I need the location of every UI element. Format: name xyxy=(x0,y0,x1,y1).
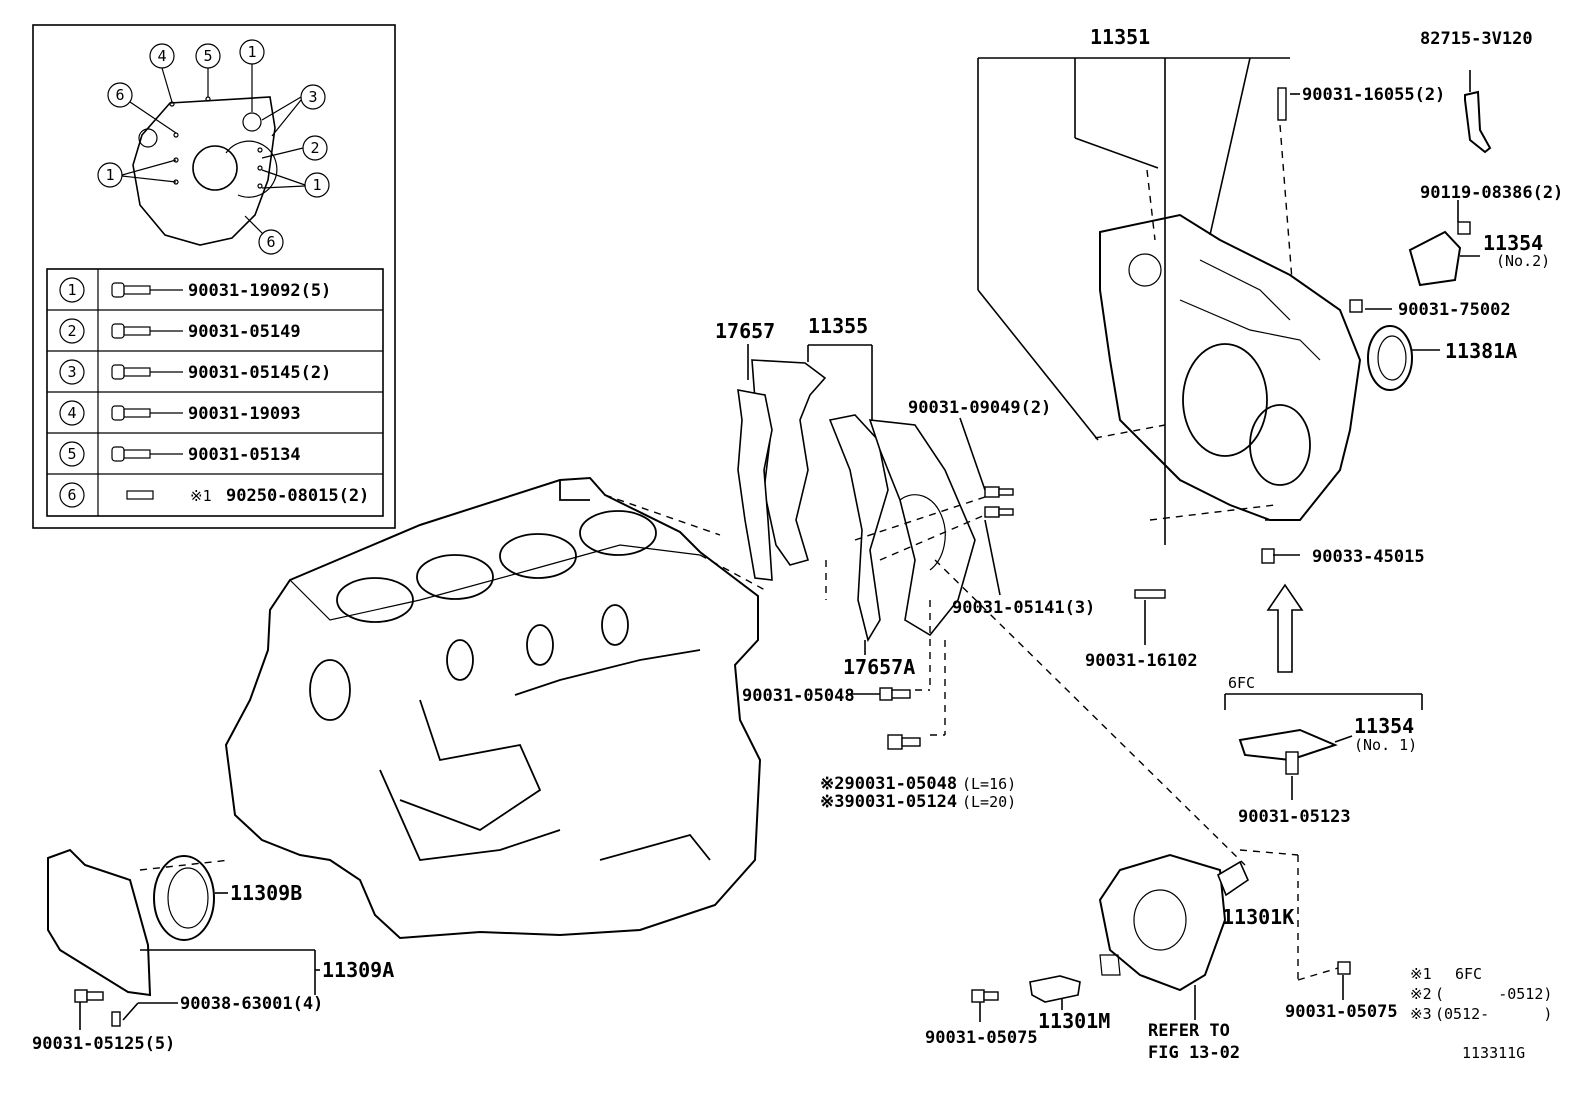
legend-mark-1: ※1 xyxy=(1410,965,1432,983)
table-mark-6: ※1 xyxy=(190,487,212,505)
callout-6-left: 6 xyxy=(115,86,124,104)
label-note3-len: (L=20) xyxy=(962,793,1016,811)
label-90031-05075-right: 90031-05075 xyxy=(1285,1002,1398,1022)
label-fig-ref: FIG 13-02 xyxy=(1148,1043,1240,1063)
leader-lines xyxy=(79,57,1480,1030)
inset-panel: 4 5 1 6 3 2 1 1 6 1 xyxy=(32,24,396,529)
label-11351: 11351 xyxy=(1090,25,1150,49)
label-11301m: 11301M xyxy=(1038,1009,1110,1033)
callout-2: 2 xyxy=(310,139,319,157)
label-11355: 11355 xyxy=(808,314,868,338)
callout-3: 3 xyxy=(308,88,317,106)
bolt-icon xyxy=(111,282,183,500)
table-part-4: 90031-19093 xyxy=(188,404,301,424)
gaskets xyxy=(737,359,976,643)
arrow-icon xyxy=(1266,583,1304,673)
table-num-2: 2 xyxy=(67,322,76,340)
legend-text-3: (0512- ) xyxy=(1435,1005,1552,1023)
label-90031-16102: 90031-16102 xyxy=(1085,651,1198,671)
label-90031-16055: 90031-16055(2) xyxy=(1302,85,1445,105)
callout-1-left: 1 xyxy=(105,166,114,184)
legend: ※1 6FC ※2 ( -0512) ※3 (0512- ) xyxy=(1410,965,1552,1023)
legend-text-2: ( -0512) xyxy=(1435,985,1552,1003)
oil-seal-11381a xyxy=(1367,325,1413,391)
label-90031-75002: 90031-75002 xyxy=(1398,300,1511,320)
label-11354-no2: 11354 xyxy=(1483,231,1543,255)
label-17657: 17657 xyxy=(715,319,775,343)
table-part-6: 90250-08015(2) xyxy=(226,486,369,506)
legend-text-1: 6FC xyxy=(1455,965,1482,983)
label-90031-05048: 90031-05048 xyxy=(742,686,855,706)
label-90119-08386: 90119-08386(2) xyxy=(1420,183,1563,203)
label-90031-05141: 90031-05141(3) xyxy=(952,598,1095,618)
label-11354-no2-sub: (No.2) xyxy=(1496,252,1550,270)
callout-1-top: 1 xyxy=(247,43,256,61)
label-90031-05123: 90031-05123 xyxy=(1238,807,1351,827)
label-90031-09049: 90031-09049(2) xyxy=(908,398,1051,418)
label-90031-05125: 90031-05125(5) xyxy=(32,1034,175,1054)
sensor-11301m xyxy=(1029,975,1081,1003)
table-num-6: 6 xyxy=(67,486,76,504)
bracket-82715 xyxy=(1464,90,1492,154)
timing-cover xyxy=(1099,213,1362,521)
label-90038-63001: 90038-63001(4) xyxy=(180,994,323,1014)
label-note2-len: (L=16) xyxy=(962,775,1016,793)
legend-mark-3: ※3 xyxy=(1410,1005,1432,1023)
table-part-1: 90031-19092(5) xyxy=(188,281,331,301)
oil-seal-11309b xyxy=(153,855,215,941)
dashed-lines xyxy=(139,124,1339,981)
label-11354-no1-sub: (No. 1) xyxy=(1354,736,1417,754)
label-82715: 82715-3V120 xyxy=(1420,29,1533,49)
callout-1-right: 1 xyxy=(312,176,321,194)
cover-plate-no2 xyxy=(1408,230,1462,287)
cylinder-block xyxy=(224,476,762,940)
table-num-1: 1 xyxy=(67,281,76,299)
label-11309b: 11309B xyxy=(230,881,302,905)
retainer-11309a xyxy=(47,848,152,997)
legend-mark-2: ※2 xyxy=(1410,985,1432,1003)
label-90033-45015: 90033-45015 xyxy=(1312,547,1425,567)
table-part-3: 90031-05145(2) xyxy=(188,363,331,383)
table-num-3: 3 xyxy=(67,363,76,381)
label-11381a: 11381A xyxy=(1445,339,1517,363)
label-11301k: 11301K xyxy=(1222,905,1294,929)
cover-plate-no1 xyxy=(1238,728,1338,762)
label-note3-part: ※390031-05124 xyxy=(820,792,957,812)
table-part-2: 90031-05149 xyxy=(188,322,301,342)
label-17657a: 17657A xyxy=(843,655,915,679)
label-11309a: 11309A xyxy=(322,958,394,982)
table-part-5: 90031-05134 xyxy=(188,445,301,465)
table-num-5: 5 xyxy=(67,445,76,463)
oil-pump xyxy=(1098,853,1250,992)
callout-5: 5 xyxy=(203,47,212,65)
label-90031-05075-left: 90031-05075 xyxy=(925,1028,1038,1048)
callout-6-bottom: 6 xyxy=(266,233,275,251)
label-6fc: 6FC xyxy=(1228,674,1255,692)
bolt-table: 1 2 3 4 5 6 90031- xyxy=(46,268,384,517)
label-refer-to: REFER TO xyxy=(1148,1021,1230,1041)
figure-code: 113311G xyxy=(1462,1044,1525,1062)
table-num-4: 4 xyxy=(67,404,76,422)
label-note2-part: ※290031-05048 xyxy=(820,774,957,794)
label-11354-no1: 11354 xyxy=(1354,714,1414,738)
callout-4: 4 xyxy=(157,47,166,65)
